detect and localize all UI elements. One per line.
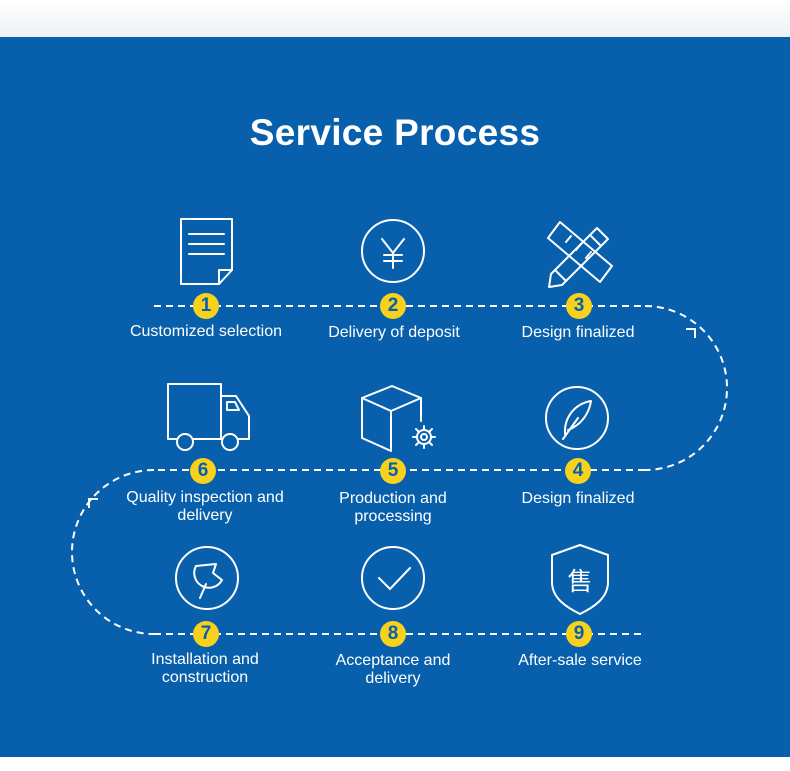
page-title: Service Process xyxy=(249,112,541,153)
step-8-label: Acceptance and delivery xyxy=(335,652,451,687)
step-1-badge: 1 xyxy=(193,293,219,319)
shield-icon xyxy=(551,544,609,615)
arrow-right-icon xyxy=(686,328,696,338)
step-5-badge: 5 xyxy=(380,458,406,484)
step-9-label: After-sale service xyxy=(518,652,642,669)
pencil-ruler-icon xyxy=(547,221,613,288)
feather-pen-icon xyxy=(545,386,609,450)
step-6-badge: 6 xyxy=(190,458,216,484)
step-4-badge: 4 xyxy=(565,458,591,484)
top-strip xyxy=(0,0,790,37)
truck-icon xyxy=(167,383,250,451)
checkmark-icon xyxy=(361,546,425,610)
step-6-label: Quality inspection and delivery xyxy=(126,489,284,524)
arrow-left-icon xyxy=(88,498,98,508)
step-3-label: Design finalized xyxy=(521,324,635,341)
wrench-icon xyxy=(175,546,239,610)
step-7-label: Installation and construction xyxy=(151,651,259,686)
step-2-label: Delivery of deposit xyxy=(328,324,460,341)
step-5-label: Production and processing xyxy=(339,490,447,525)
bottom-strip xyxy=(0,757,790,771)
box-gear-icon xyxy=(361,385,436,452)
step-4-label: Design finalized xyxy=(521,490,635,507)
step-9-badge: 9 xyxy=(566,621,592,647)
step-3-badge: 3 xyxy=(566,293,592,319)
shield-glyph: 售 xyxy=(567,567,592,596)
step-1-label: Customized selection xyxy=(129,323,283,340)
step-2-badge: 2 xyxy=(380,293,406,319)
step-8-badge: 8 xyxy=(380,621,406,647)
step-7-badge: 7 xyxy=(193,621,219,647)
document-icon xyxy=(180,218,233,285)
yen-icon xyxy=(361,219,425,283)
